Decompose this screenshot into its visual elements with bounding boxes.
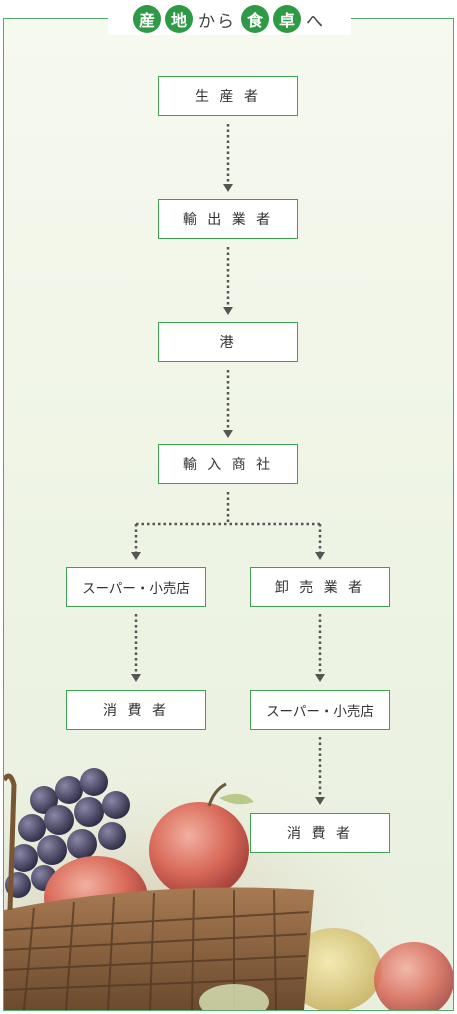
diagram-title: 産 地 から 食 卓 へ — [108, 3, 351, 35]
arrowhead-port — [223, 307, 233, 315]
arrowhead-retail-left — [131, 552, 141, 560]
arrowhead-importer — [223, 430, 233, 438]
arrowhead-consumer-right — [315, 797, 325, 805]
node-retail-right: スーパー・小売店 — [250, 690, 390, 730]
title-char-taku: 卓 — [273, 5, 301, 33]
wicker-basket — [4, 773, 314, 1010]
arrowhead-consumer-left — [131, 674, 141, 682]
fruit-basket-illustration — [4, 740, 453, 1010]
node-importer: 輸 入 商 社 — [158, 444, 298, 484]
title-text-e: へ — [306, 11, 325, 32]
node-consumer-left: 消 費 者 — [66, 690, 206, 730]
title-char-san: 産 — [133, 5, 161, 33]
node-exporter: 輸 出 業 者 — [158, 199, 298, 239]
node-wholesaler: 卸 売 業 者 — [250, 567, 390, 607]
arrowhead-retail-right — [315, 674, 325, 682]
node-retail-left: スーパー・小売店 — [66, 567, 206, 607]
title-text-kara: から — [198, 11, 236, 32]
node-port: 港 — [158, 322, 298, 362]
arrowhead-exporter — [223, 184, 233, 192]
node-consumer-right: 消 費 者 — [250, 813, 390, 853]
node-producer: 生 産 者 — [158, 76, 298, 116]
title-char-chi: 地 — [165, 5, 193, 33]
title-char-shoku: 食 — [241, 5, 269, 33]
arrowhead-wholesaler — [315, 552, 325, 560]
